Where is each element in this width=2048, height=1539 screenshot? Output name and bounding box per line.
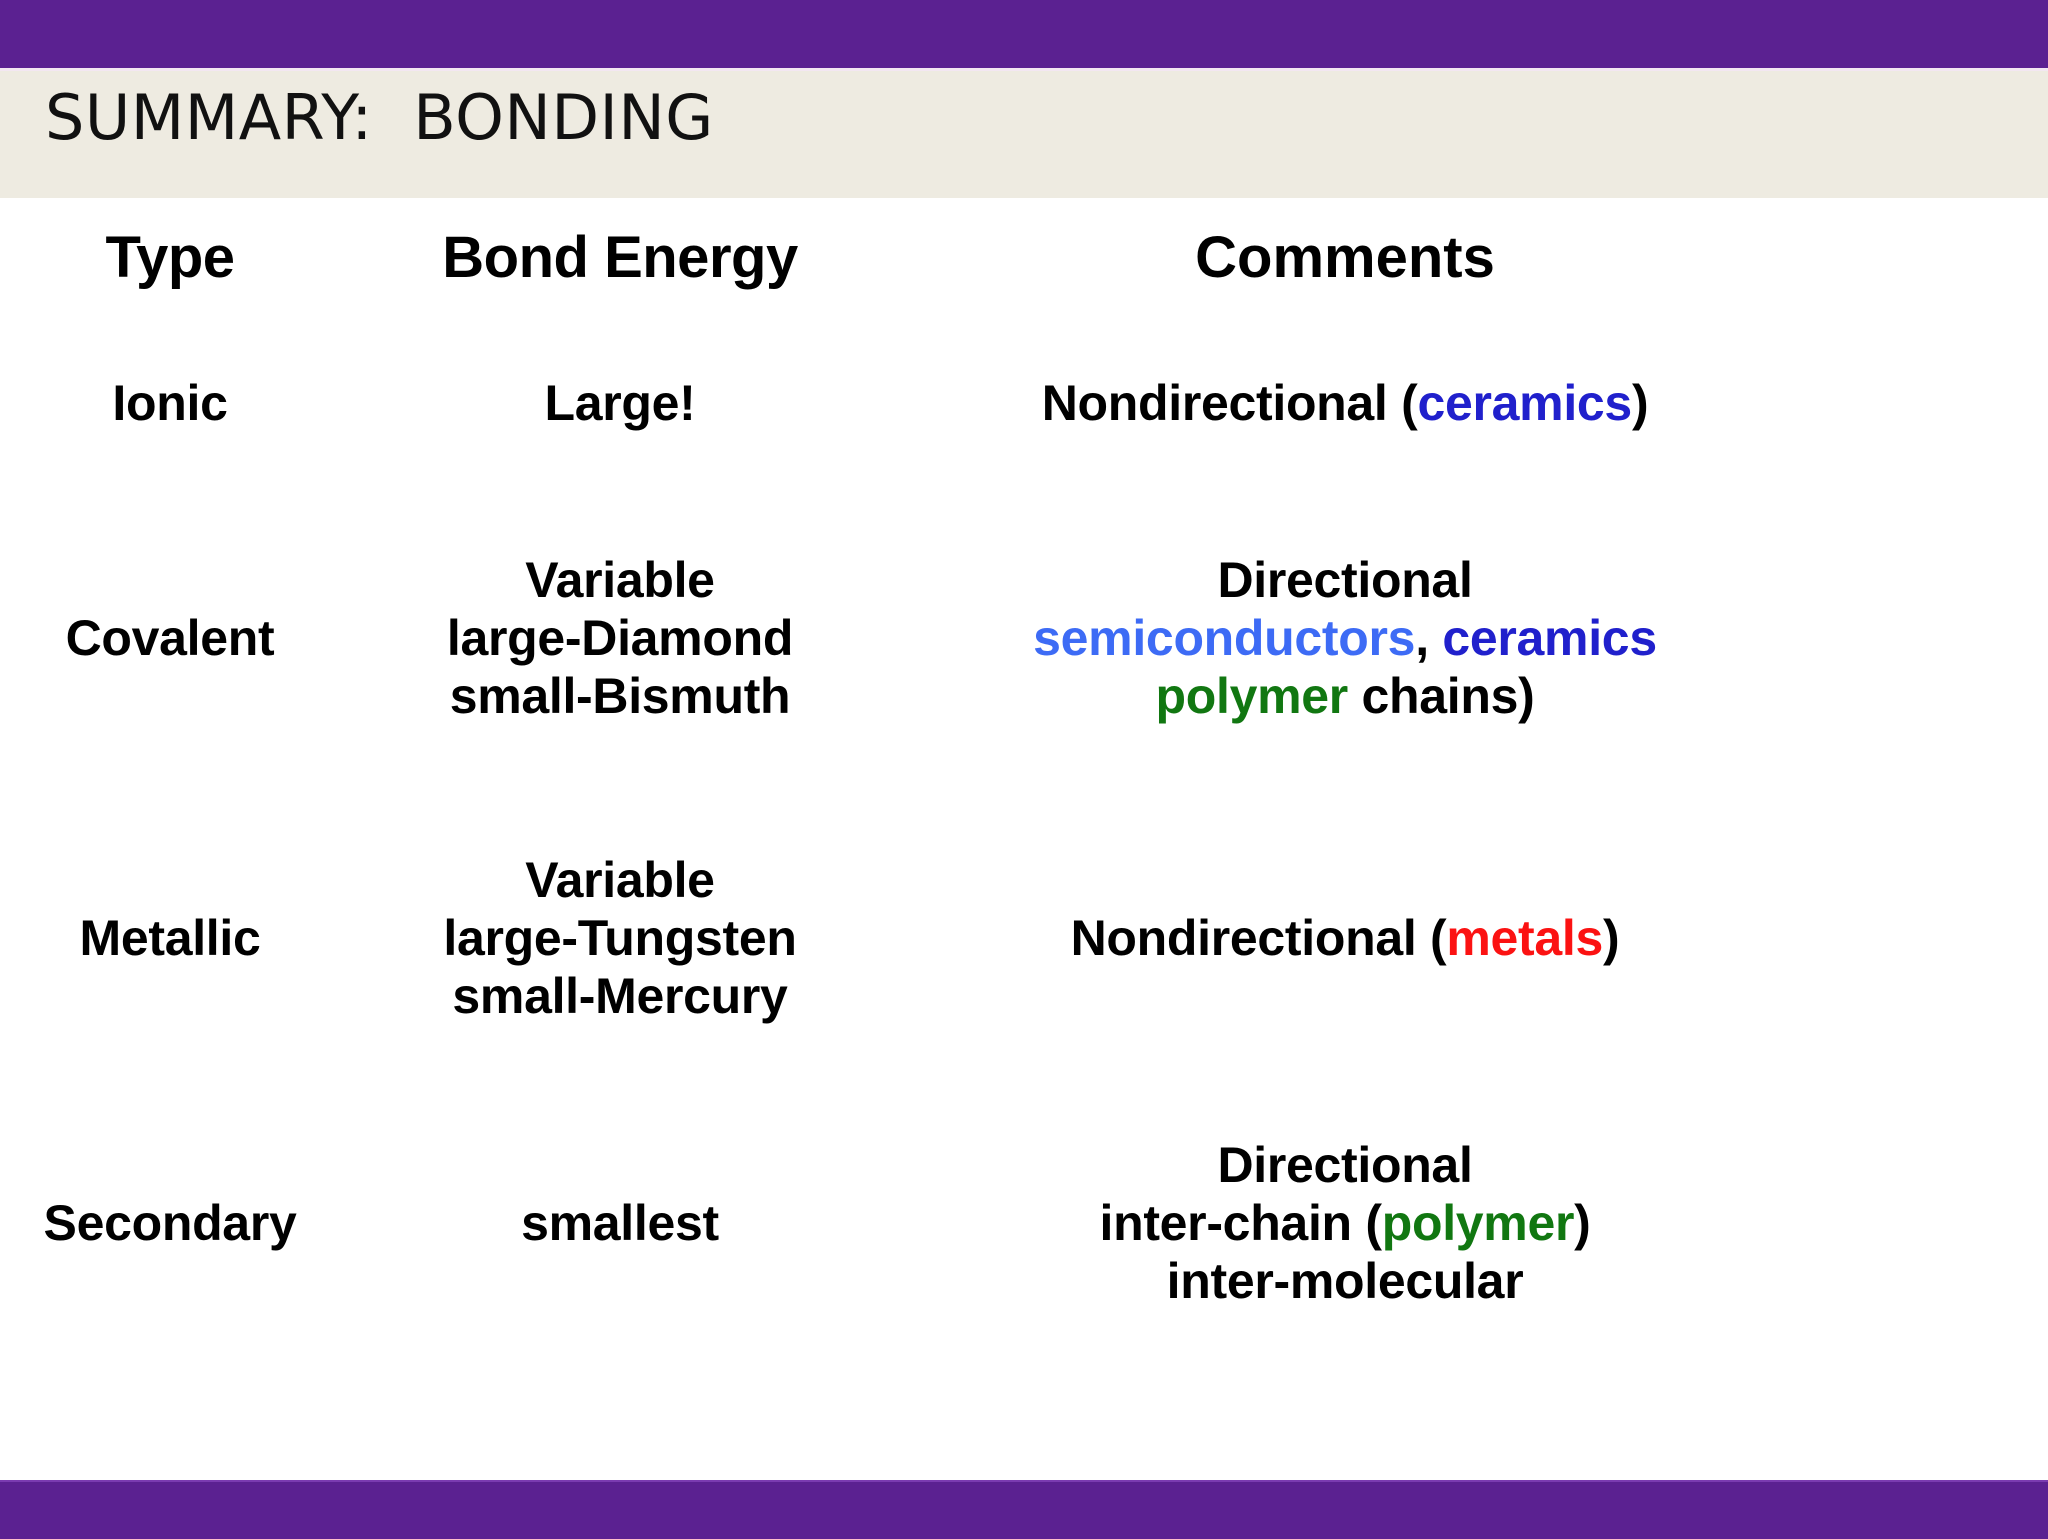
comment-line: Nondirectional (ceramics)	[900, 374, 1790, 432]
comment-fragment: )	[1631, 375, 1649, 431]
comment-fragment: inter-molecular	[1166, 1253, 1524, 1309]
bonding-summary-table: Type Bond Energy Comments Ionic Large! N…	[0, 198, 1790, 1358]
table-header: Type Bond Energy Comments	[0, 198, 1790, 318]
bond-energy-line: Large!	[544, 375, 696, 431]
top-accent-bar	[0, 0, 2048, 68]
comment-line: inter-chain (polymer)	[900, 1194, 1790, 1252]
comment-line: semiconductors, ceramics	[900, 609, 1790, 667]
bottom-accent-bar	[0, 1480, 2048, 1539]
cell-comments: Nondirectional (metals)	[900, 788, 1790, 1088]
cell-type: Covalent	[65, 610, 275, 666]
comment-line: polymer chains)	[900, 667, 1790, 725]
bond-energy-line: large-Tungsten	[443, 910, 797, 966]
bond-energy-line: small-Mercury	[452, 968, 788, 1024]
comment-fragment: metals	[1446, 910, 1604, 966]
title-band	[0, 71, 2048, 198]
comment-fragment: ceramics	[1417, 375, 1632, 431]
table-row: Ionic Large! Nondirectional (ceramics)	[0, 318, 1790, 488]
bond-energy-line: Variable	[525, 852, 715, 908]
comment-line: inter-molecular	[900, 1252, 1790, 1310]
cell-bond-energy: smallest	[340, 1088, 900, 1358]
table-header-row: Type Bond Energy Comments	[0, 198, 1790, 318]
cell-type: Metallic	[79, 910, 261, 966]
comment-fragment: Directional	[1217, 1137, 1473, 1193]
comment-fragment: inter-chain (	[1099, 1195, 1382, 1251]
column-header-comments: Comments	[1195, 224, 1495, 290]
page-title: SUMMARY: BONDING	[45, 81, 714, 154]
table-body: Ionic Large! Nondirectional (ceramics) C…	[0, 318, 1790, 1358]
bond-energy-line: small-Bismuth	[449, 668, 791, 724]
comment-fragment: ceramics	[1442, 610, 1657, 666]
slide-body: Type Bond Energy Comments Ionic Large! N…	[0, 198, 2048, 1480]
comment-fragment: ,	[1415, 610, 1443, 666]
cell-type: Ionic	[112, 375, 228, 431]
comment-fragment: polymer	[1155, 668, 1349, 724]
comment-fragment: Directional	[1217, 552, 1473, 608]
comment-line: Directional	[900, 1136, 1790, 1194]
column-header-bond-energy: Bond Energy	[442, 224, 798, 290]
comment-line: Directional	[900, 551, 1790, 609]
top-accent-hairline	[0, 68, 2048, 71]
comment-fragment: Nondirectional (	[1041, 375, 1418, 431]
comment-fragment: )	[1574, 1195, 1591, 1251]
comment-fragment: semiconductors	[1033, 610, 1416, 666]
cell-type: Secondary	[43, 1195, 297, 1251]
bond-energy-line: Variable	[525, 552, 715, 608]
cell-comments: Nondirectional (ceramics)	[900, 318, 1790, 488]
bond-energy-line: large-Diamond	[446, 610, 794, 666]
comment-line: Nondirectional (metals)	[900, 909, 1790, 967]
cell-bond-energy: Large!	[340, 318, 900, 488]
comment-fragment: )	[1603, 910, 1620, 966]
bond-energy-line: smallest	[521, 1195, 719, 1251]
column-header-type: Type	[105, 224, 235, 290]
comment-fragment: chains)	[1347, 668, 1535, 724]
comment-fragment: polymer	[1381, 1195, 1575, 1251]
comment-fragment: Nondirectional (	[1070, 910, 1447, 966]
